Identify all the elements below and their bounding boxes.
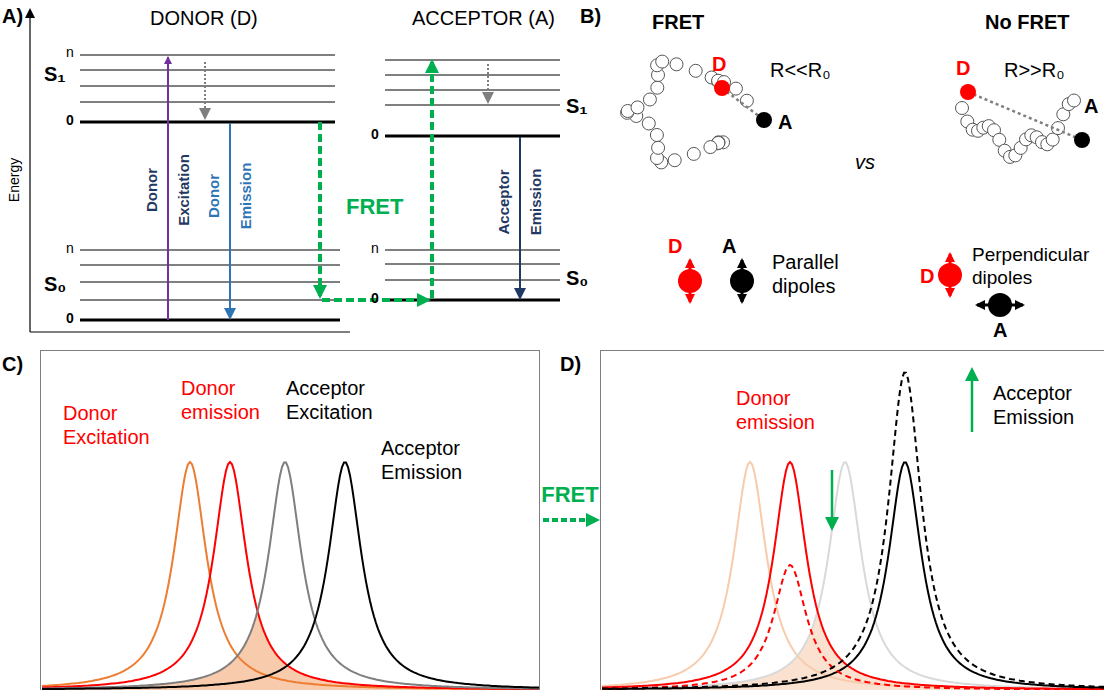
distance-label: R<<R₀ <box>770 58 831 82</box>
panel-letter: B) <box>580 4 601 28</box>
spectrum-label: Acceptor Excitation <box>286 376 396 424</box>
increase-arrow <box>971 370 974 432</box>
axis-label: Energy <box>6 158 22 202</box>
acceptor-levels <box>385 60 560 300</box>
overlap-area <box>42 613 539 690</box>
spectrum-label: Donor emission <box>181 376 281 424</box>
fluorophore-label: D <box>920 264 934 288</box>
spectrum-label: Acceptor Emission <box>381 436 481 484</box>
fluorophore-label: A <box>1084 94 1098 118</box>
fluorophore-label: D <box>712 52 726 76</box>
polymer-chain <box>956 94 1081 163</box>
panel-letter: C) <box>2 352 23 376</box>
acceptor-dot <box>756 112 772 128</box>
spectra <box>42 462 539 690</box>
energy-axis <box>30 10 350 332</box>
spectrum-panel: Donor emission Acceptor Emission <box>600 350 1104 690</box>
spectrum-curve <box>602 373 1104 689</box>
transfer-arrow <box>543 518 597 522</box>
level-label: 0 <box>371 290 379 307</box>
donor-dot <box>714 80 730 96</box>
donor-emission-arrow <box>229 123 231 318</box>
heading: FRET <box>652 10 704 34</box>
fluorophore-label: D <box>956 56 970 80</box>
fluorophore-label: A <box>778 110 792 134</box>
comparison-label: vs <box>855 150 875 174</box>
donor-dot <box>960 84 976 100</box>
transition-label: Donor Emission <box>198 151 262 241</box>
spectrum-label: Acceptor Emission <box>993 381 1093 429</box>
dipole-symbol <box>938 254 962 296</box>
state-label: S₁ <box>566 94 588 118</box>
relaxation-arrow <box>487 64 489 102</box>
fluorophore-label: D <box>668 234 682 258</box>
dipole-label: Parallel dipoles <box>772 250 867 298</box>
dipole-symbol <box>977 293 1023 317</box>
level-label: n <box>66 240 74 257</box>
spectrum-label: Donor emission <box>736 386 836 434</box>
spectrum-curve <box>602 462 1104 689</box>
level-label: n <box>371 240 379 257</box>
spectrum-curve <box>602 462 1104 689</box>
dipole-label: Perpendicular dipoles <box>972 244 1094 290</box>
polymer-chain <box>621 55 754 169</box>
spectrum-curve <box>42 463 539 689</box>
level-label: 0 <box>66 310 74 327</box>
heading: No FRET <box>985 10 1069 34</box>
panel-letter: A) <box>2 4 23 28</box>
spectrum-curve <box>602 565 1104 690</box>
heading: DONOR (D) <box>150 6 258 30</box>
state-label: S₀ <box>566 266 588 290</box>
spectrum-curve <box>42 462 539 689</box>
transition-label: Acceptor Emission <box>488 157 552 247</box>
spectrum-curve <box>602 463 1104 689</box>
edge-label: FRET <box>541 482 598 508</box>
spectrum-curve <box>602 463 1104 689</box>
dipole-symbol <box>678 260 702 302</box>
level-label: 0 <box>371 126 379 143</box>
fret-transfer-arrow <box>318 122 322 296</box>
fluorophore-label: A <box>722 234 736 258</box>
distance-label: R>>R₀ <box>1004 58 1065 82</box>
spectrum-panel: Donor ExcitationDonor emissionAcceptor E… <box>40 350 540 690</box>
acceptor-emission-arrow <box>519 137 521 298</box>
state-label: S₁ <box>44 62 66 86</box>
donor-levels <box>80 55 340 320</box>
donor-excitation-arrow <box>167 57 169 320</box>
spectrum-label: Donor Excitation <box>63 401 173 449</box>
acceptor-dot <box>1074 132 1090 148</box>
heading: ACCEPTOR (A) <box>412 6 555 30</box>
level-label: n <box>66 44 74 61</box>
transfer-label: FRET <box>346 194 403 220</box>
transition-label: Donor Excitation <box>136 145 200 235</box>
spectra <box>602 373 1104 690</box>
decrease-arrow <box>831 470 834 528</box>
fluorophore-label: A <box>993 318 1007 342</box>
distance-line <box>968 92 1082 140</box>
overlap-area <box>602 613 1104 690</box>
level-label: 0 <box>66 112 74 129</box>
fret-transfer-arrow <box>430 62 434 298</box>
panel-letter: D) <box>560 352 581 376</box>
spectrum-curve <box>42 462 539 689</box>
state-label: S₀ <box>44 272 66 296</box>
dipole-symbol <box>730 260 754 302</box>
spectrum-curve <box>42 463 539 689</box>
relaxation-arrow <box>204 62 206 118</box>
